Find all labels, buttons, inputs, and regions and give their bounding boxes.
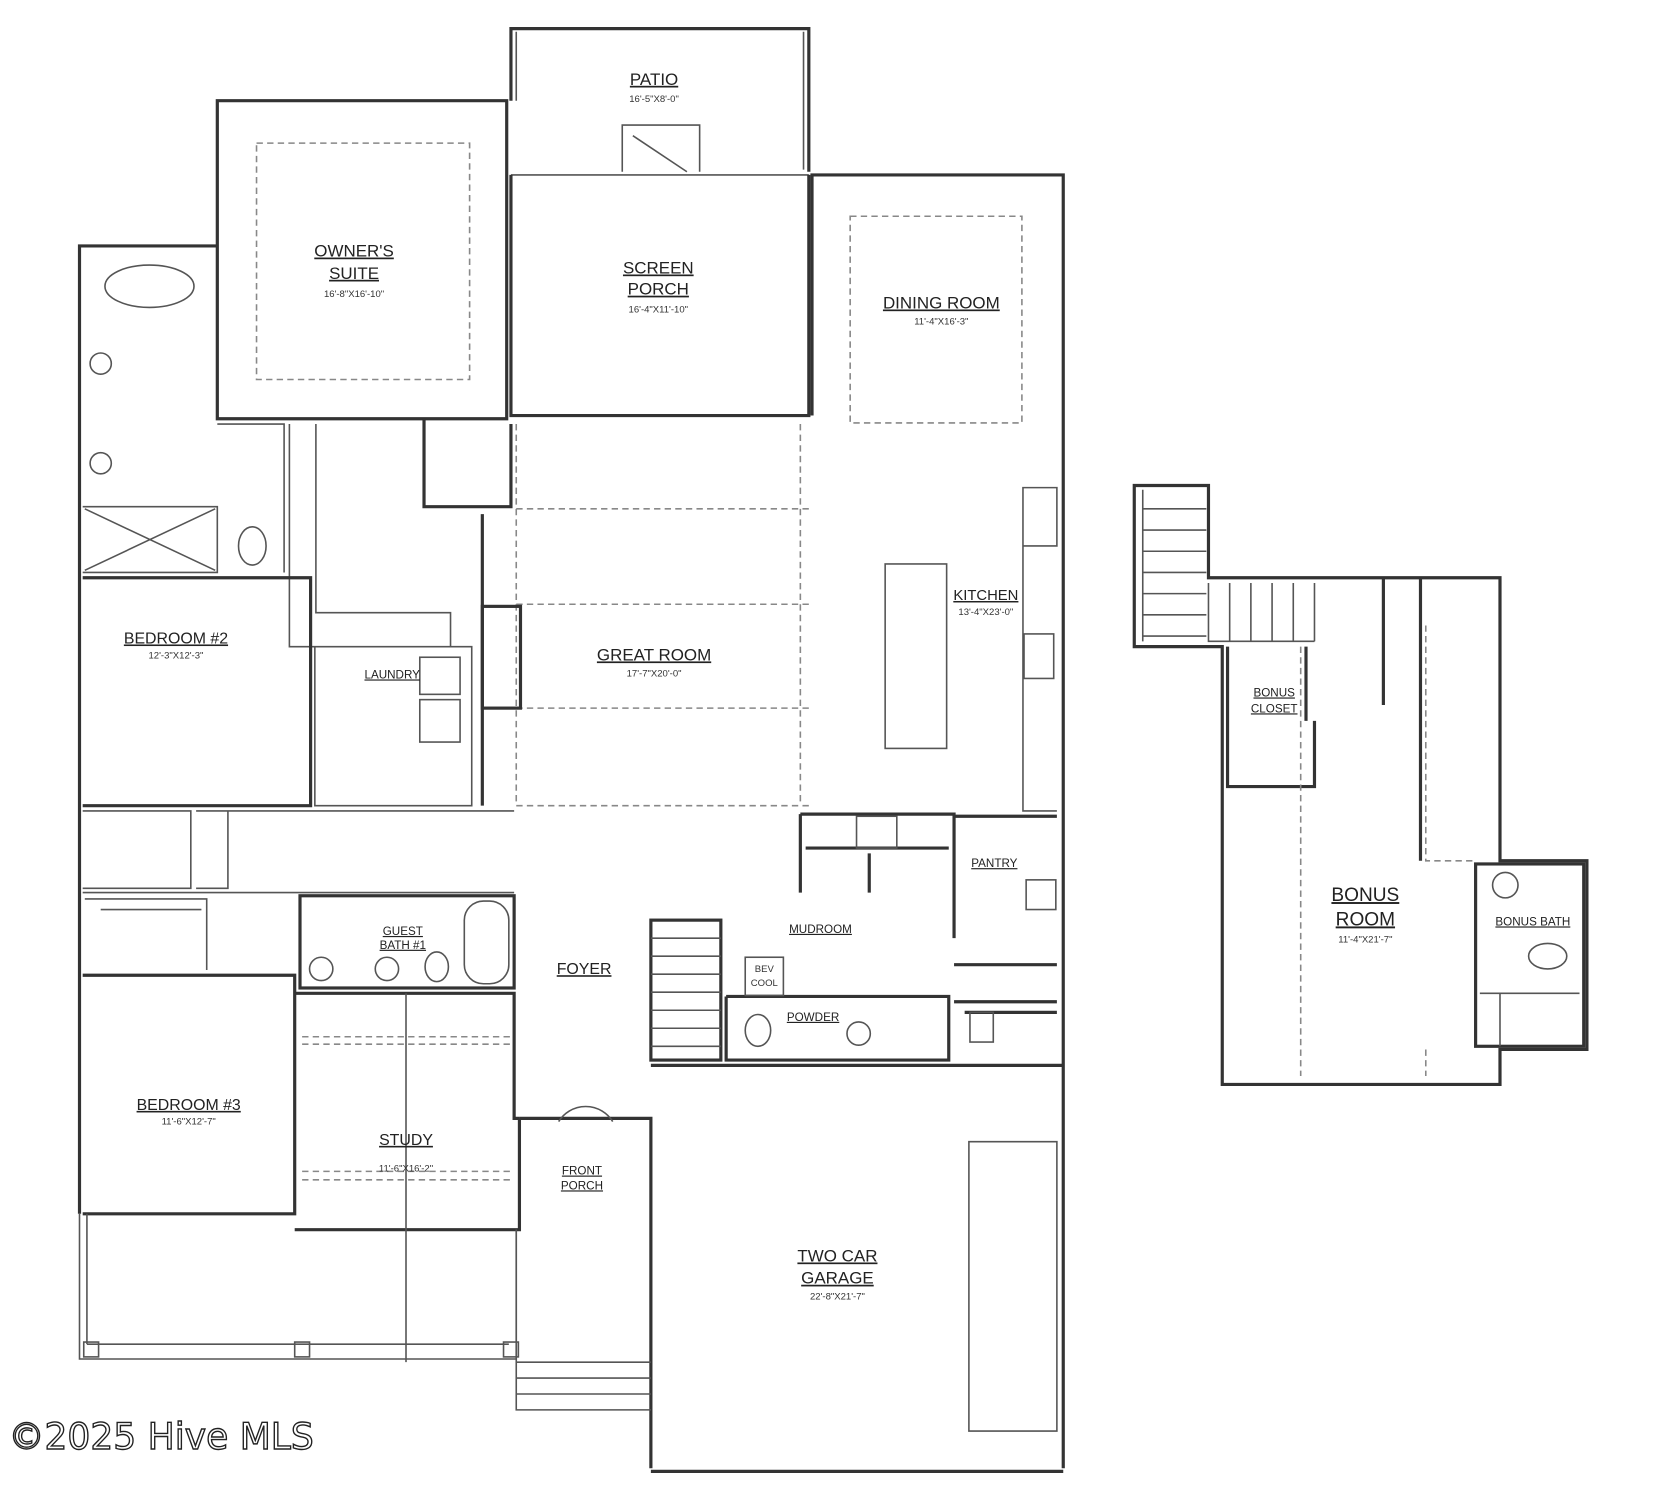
garage-label: TWO CAR [797, 1246, 877, 1265]
bonus-room-label-2: ROOM [1336, 909, 1395, 930]
front-porch-label: FRONT [562, 1165, 602, 1178]
bonus-room-label: BONUS [1331, 885, 1399, 906]
kitchen-label: KITCHEN [953, 588, 1018, 604]
study-label: STUDY [379, 1132, 433, 1149]
bev-cooler-label: BEV [755, 964, 775, 975]
front-porch-label-2: PORCH [561, 1179, 603, 1192]
kitchen-island [884, 563, 948, 750]
mudroom-label: MUDROOM [789, 923, 852, 936]
study-dim: 11'-6"X16'-2" [379, 1163, 433, 1174]
patio-steps [621, 124, 701, 173]
kitchen-dim: 13'-4"X23'-0" [958, 607, 1013, 618]
garage-wall [650, 1063, 1064, 1473]
shower [82, 505, 219, 574]
patio-dim: 16'-5"X8'-0" [629, 94, 679, 105]
bonus-exterior-wall [1132, 483, 1589, 1087]
left-exterior-wall [77, 244, 218, 1214]
watermark: ©2025 Hive MLS [8, 1417, 313, 1458]
owners-suite-label: OWNER'S [314, 242, 394, 261]
powder-label: POWDER [787, 1011, 839, 1024]
stairs [649, 918, 723, 1062]
walls [77, 27, 1589, 1473]
pantry-label: PANTRY [971, 857, 1017, 870]
bathtub [104, 264, 195, 309]
guest-bath-label: GUEST [383, 925, 423, 938]
laundry-label: LAUNDRY [364, 668, 420, 681]
kitchen-counter [1022, 486, 1058, 812]
front-steps [515, 1229, 651, 1411]
owners-suite-dim: 16'-8"X16'-10" [324, 289, 384, 300]
front-porch-wall [519, 1116, 653, 1469]
guest-tub [463, 900, 510, 985]
guest-bath-wall [298, 894, 516, 990]
patio-wall [509, 27, 811, 172]
right-exterior-wall [810, 173, 1065, 1469]
garage-label-2: GARAGE [801, 1269, 874, 1288]
bonus-room-dim: 11'-4"X21'-7" [1338, 934, 1392, 945]
front-door [557, 1105, 614, 1122]
dining-room-dim: 11'-4"X16'-3" [914, 316, 968, 327]
bonus-closet-label: BONUS [1253, 686, 1295, 699]
screen-porch-dim: 16'-4"X11'-10" [629, 305, 689, 316]
bonus-bath-label: BONUS BATH [1495, 915, 1570, 928]
owners-suite-label-2: SUITE [329, 264, 379, 283]
foyer-label: FOYER [557, 961, 612, 978]
room-labels: PATIO 16'-5"X8'-0" OWNER'S SUITE 16'-8"X… [124, 70, 1570, 1303]
toilet [237, 526, 267, 566]
study-wall [294, 991, 522, 1232]
bonus-bath-wall [1474, 862, 1586, 1048]
screen-porch-wall [509, 174, 811, 418]
bedroom2-dim: 12'-3"X12'-3" [149, 650, 204, 661]
bev-cooler-label-2: COOL [751, 978, 778, 989]
great-room-label: GREAT ROOM [597, 645, 711, 664]
bedroom2-label: BEDROOM #2 [124, 630, 228, 647]
rear-porch [78, 1213, 518, 1360]
bonus-stairs [1141, 489, 1316, 643]
bedroom3-label: BEDROOM #3 [137, 1097, 241, 1114]
patio-label: PATIO [630, 70, 678, 89]
kitchen-sink [1023, 633, 1055, 680]
owners-suite-wall [215, 99, 509, 421]
bedroom2-wall [82, 576, 313, 808]
screen-porch-label: SCREEN [623, 259, 694, 278]
bedroom3-dim: 11'-6"X12'-7" [162, 1117, 216, 1128]
screen-porch-label-2: PORCH [628, 280, 689, 299]
dining-room-label: DINING ROOM [883, 293, 1000, 312]
bev-cooler [744, 956, 785, 997]
bedroom3-wall [82, 973, 297, 1216]
great-room-dim: 17'-7"X20'-0" [627, 668, 682, 679]
garage-dim: 22'-8"X21'-7" [810, 1292, 865, 1303]
fireplace [480, 604, 523, 710]
bonus-closet-label-2: CLOSET [1251, 702, 1298, 715]
guest-bath-label-2: BATH #1 [380, 939, 426, 952]
